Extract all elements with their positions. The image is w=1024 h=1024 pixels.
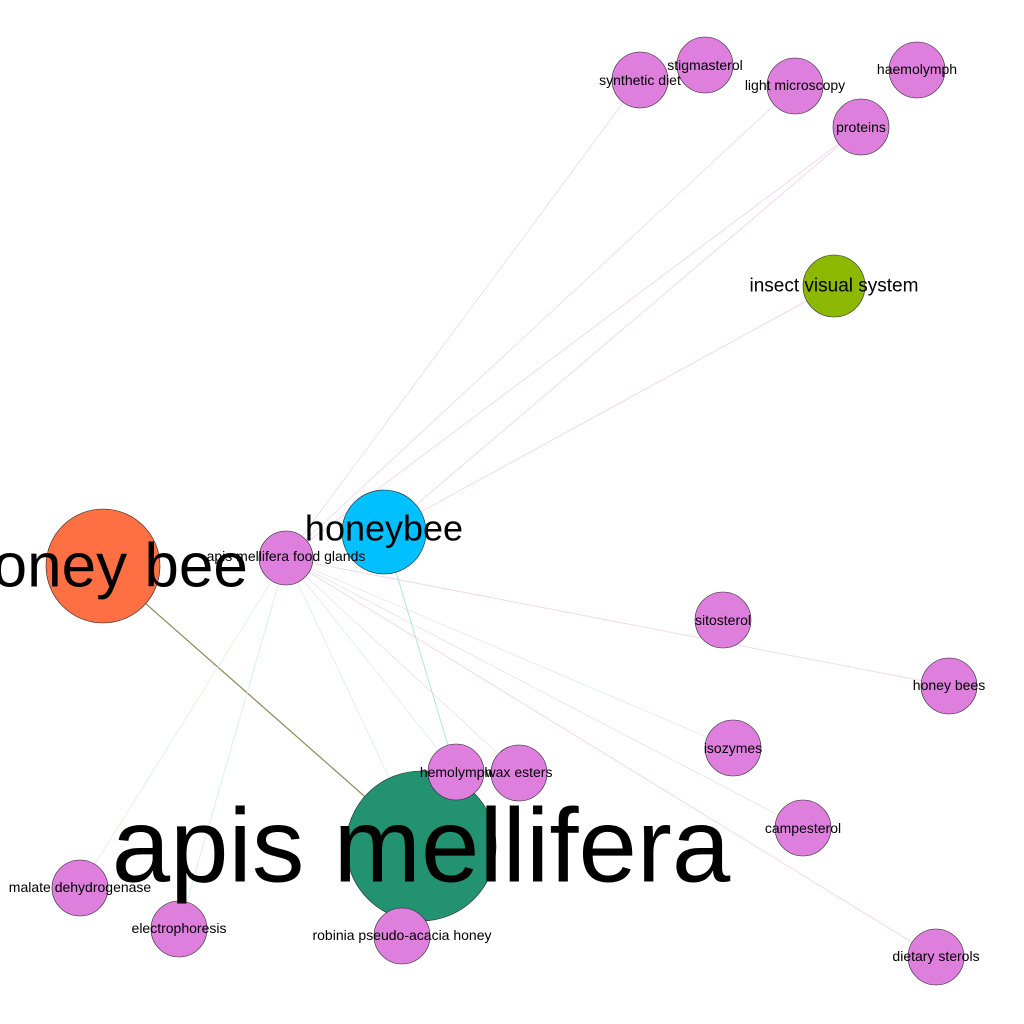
edge-apis-mellifera-food-glands-isozymes <box>285 557 734 749</box>
node-dietary-sterols[interactable] <box>907 928 965 986</box>
node-light-microscopy[interactable] <box>766 57 824 115</box>
node-honeybee[interactable] <box>341 489 427 575</box>
node-campesterol[interactable] <box>774 799 832 857</box>
label-insect-visual-system: insect visual system <box>750 276 919 297</box>
label-haemolymph: haemolymph <box>877 61 957 77</box>
label-hemolymph: hemolymph <box>420 764 492 780</box>
label-wax-esters: wax esters <box>485 764 553 780</box>
label-electrophoresis: electrophoresis <box>132 920 227 936</box>
edge-apis-mellifera-food-glands-synthetic-diet <box>285 79 641 559</box>
label-robinia-pseudo-acacia-honey: robinia pseudo-acacia honey <box>312 927 491 943</box>
label-campesterol: campesterol <box>765 820 841 836</box>
edge-honeybee-insect-visual-system <box>383 285 835 533</box>
node-isozymes[interactable] <box>704 719 762 777</box>
label-proteins: proteins <box>836 119 886 135</box>
label-light-microscopy: light microscopy <box>745 77 845 93</box>
node-malate-dehydrogenase[interactable] <box>51 859 109 917</box>
edge-apis-mellifera-food-glands-light-microscopy <box>285 85 796 559</box>
node-honey-bees[interactable] <box>920 657 978 715</box>
edge-apis-mellifera-food-glands-proteins <box>285 126 862 559</box>
edge-apis-mellifera-food-glands-malate-dehydrogenase <box>79 557 287 889</box>
label-honey-bees: honey bees <box>913 677 985 693</box>
label-honey-bee: honey bee <box>0 532 248 601</box>
label-stigmasterol: stigmasterol <box>667 57 742 73</box>
nodes-layer <box>45 36 978 986</box>
edge-apis-mellifera-food-glands-honey-bees <box>285 557 950 687</box>
node-honey-bee[interactable] <box>45 508 161 624</box>
node-hemolymph[interactable] <box>427 743 485 801</box>
edges-layer <box>79 79 950 958</box>
edge-apis-mellifera-food-glands-dietary-sterols <box>285 557 937 958</box>
node-haemolymph[interactable] <box>888 41 946 99</box>
edge-honeybee-proteins <box>383 126 862 533</box>
node-insect-visual-system[interactable] <box>802 254 866 318</box>
label-dietary-sterols: dietary sterols <box>892 948 979 964</box>
node-apis-mellifera-food-glands[interactable] <box>258 530 314 586</box>
edge-apis-mellifera-food-glands-electrophoresis <box>178 557 287 930</box>
edge-apis-mellifera-food-glands-campesterol <box>285 557 804 829</box>
label-malate-dehydrogenase: malate dehydrogenase <box>9 879 152 895</box>
node-sitosterol[interactable] <box>694 591 752 649</box>
edge-apis-mellifera-food-glands-hemolymph <box>285 557 457 773</box>
node-stigmasterol[interactable] <box>676 36 734 94</box>
label-apis-mellifera-food-glands: apis mellifera food glands <box>207 548 366 564</box>
node-synthetic-diet[interactable] <box>611 51 669 109</box>
node-wax-esters[interactable] <box>490 744 548 802</box>
label-isozymes: isozymes <box>704 740 762 756</box>
node-electrophoresis[interactable] <box>150 900 208 958</box>
label-apis-mellifera: apis mellifera <box>112 788 731 905</box>
node-proteins[interactable] <box>832 98 890 156</box>
label-honeybee: honeybee <box>305 508 463 549</box>
edge-apis-mellifera-food-glands-wax-esters <box>285 557 520 774</box>
label-sitosterol: sitosterol <box>695 612 751 628</box>
label-synthetic-diet: synthetic diet <box>599 72 681 88</box>
node-robinia-pseudo-acacia-honey[interactable] <box>373 907 431 965</box>
